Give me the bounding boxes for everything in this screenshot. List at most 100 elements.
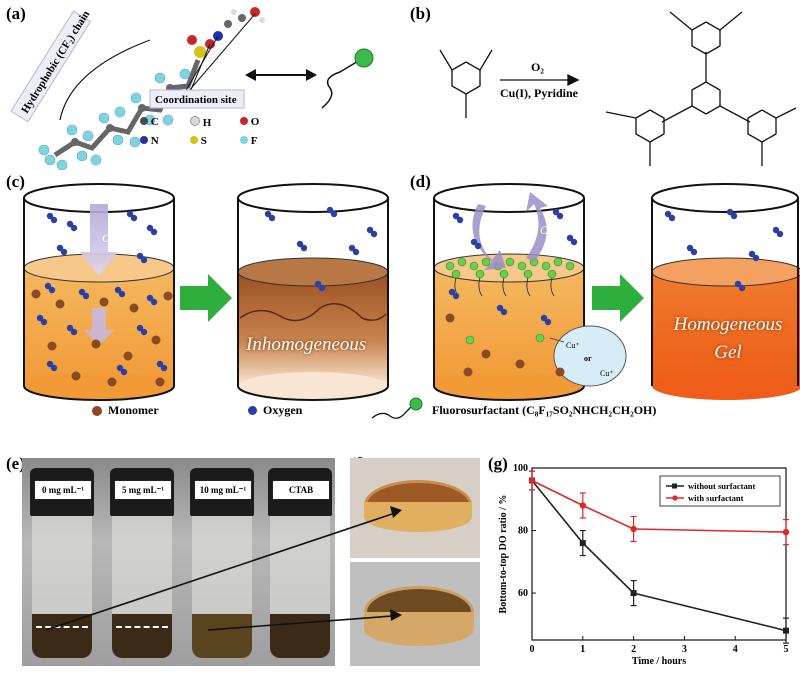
oxygen-dot <box>452 212 460 220</box>
inhomogeneous-label: Inhomogeneous <box>246 334 367 355</box>
vial: 5 mg mL⁻¹ <box>110 468 174 660</box>
oxygen-dot <box>136 324 144 332</box>
legend-oxygen: Oxygen <box>248 403 302 418</box>
oxygen-dot <box>752 254 760 262</box>
oxygen-dot <box>140 328 148 336</box>
oxygen-dot <box>40 318 48 326</box>
x-axis-label: Time / hours <box>632 656 686 667</box>
monomer-dot <box>151 335 161 345</box>
monomer-dot <box>445 313 455 323</box>
svg-text:Cu⁺: Cu⁺ <box>600 369 614 378</box>
oxygen-dot <box>140 256 148 264</box>
oxygen-dot <box>540 314 548 322</box>
oxygen-dot <box>66 324 74 332</box>
oxygen-dot <box>690 248 698 256</box>
oxygen-dot <box>348 244 356 252</box>
monomer-dot <box>31 289 41 299</box>
x-tick-label: 4 <box>733 644 738 655</box>
monomer-dot <box>155 377 165 387</box>
oxygen-dot <box>300 244 308 252</box>
y-tick-label: 80 <box>518 526 528 537</box>
hydrogen-atom-icon <box>190 116 200 126</box>
surfactant-icon <box>371 397 423 419</box>
legend-monomer: Monomer <box>92 403 159 418</box>
x-tick-label: 1 <box>580 644 585 655</box>
atom-legend: C H O N S F <box>140 116 290 147</box>
oxygen-dot <box>78 288 86 296</box>
panel-label-a: (a) <box>6 4 26 23</box>
panel-label-c: (c) <box>6 172 25 191</box>
oxygen-dot <box>734 280 742 288</box>
oxygen-dot <box>126 210 134 218</box>
monomer-dot <box>515 359 525 369</box>
monomer-dot <box>71 371 81 381</box>
oxygen-dot <box>556 212 564 220</box>
legend-label: without surfactant <box>688 481 755 491</box>
oxygen-atom-icon <box>240 117 248 125</box>
monomer-dot <box>99 297 109 307</box>
vial: CTAB <box>268 468 332 660</box>
monomer-dot <box>481 349 491 359</box>
data-point <box>630 590 637 597</box>
oxygen-dot <box>46 360 54 368</box>
x-tick-label: 2 <box>631 644 636 655</box>
oxygen-dot <box>496 304 504 312</box>
oxygen-dot <box>46 212 54 220</box>
oxygen-dot <box>474 242 482 250</box>
series-line <box>531 479 787 533</box>
svg-text:or: or <box>584 354 592 363</box>
oxygen-dot <box>664 210 672 218</box>
oxygen-dot <box>686 244 694 252</box>
oxygen-dot <box>448 288 456 296</box>
oxygen-dot <box>50 364 58 372</box>
data-point <box>783 627 789 634</box>
oxygen-dot <box>314 280 322 288</box>
legend-label: with surfactant <box>688 493 744 503</box>
oxygen-dot <box>60 248 68 256</box>
dashed-line <box>36 626 88 628</box>
oxygen-dot <box>136 252 144 260</box>
oxygen-dot <box>772 226 780 234</box>
data-point <box>579 540 586 547</box>
oxygen-dot <box>352 248 360 256</box>
oxygen-dot <box>268 214 276 222</box>
oxygen-dot <box>776 230 784 238</box>
vial-label: CTAB <box>272 480 330 500</box>
monomer-dot <box>107 377 117 387</box>
panel-label-d: (d) <box>410 172 431 191</box>
y-axis-label: Bottom-to-top DO ratio / % <box>498 495 509 614</box>
panel-cd-schematic: O₂ O₂ <box>23 183 800 401</box>
x-tick-label: 3 <box>682 644 687 655</box>
monomer-dot <box>555 367 565 377</box>
vial: 10 mg mL⁻¹ <box>190 468 254 660</box>
oxygen-dot <box>738 284 746 292</box>
monomer-dot <box>129 303 139 313</box>
oxygen-dot <box>326 206 334 214</box>
oxygen-dot <box>668 214 676 222</box>
series-line <box>531 480 787 632</box>
oxygen-dot <box>50 216 58 224</box>
oxygen-dot <box>566 234 574 242</box>
x-tick-label: 0 <box>530 644 535 655</box>
green-arrow-d <box>592 274 644 322</box>
oxygen-dot <box>70 224 78 232</box>
homogeneous-label-2: Gel <box>714 342 742 363</box>
oxygen-dot <box>120 368 128 376</box>
oxygen-dot <box>370 230 378 238</box>
y-tick-label: 100 <box>513 463 528 474</box>
svg-text:Cu⁺: Cu⁺ <box>566 341 580 350</box>
monomer-dot <box>55 299 65 309</box>
legend-marker <box>672 483 677 489</box>
oxygen-dot <box>150 228 158 236</box>
oxygen-dot <box>748 250 756 258</box>
oxygen-dot <box>150 298 158 306</box>
monomer-dot <box>47 341 57 351</box>
beaker-c-after <box>237 183 389 401</box>
data-point <box>528 477 536 484</box>
x-tick-label: 5 <box>784 644 789 655</box>
nitrogen-atom-icon <box>140 136 148 144</box>
oxygen-dot <box>544 318 552 326</box>
oxygen-dot <box>366 226 374 234</box>
vial-sediment <box>32 614 92 658</box>
o2-label-c: O₂ <box>102 231 115 245</box>
